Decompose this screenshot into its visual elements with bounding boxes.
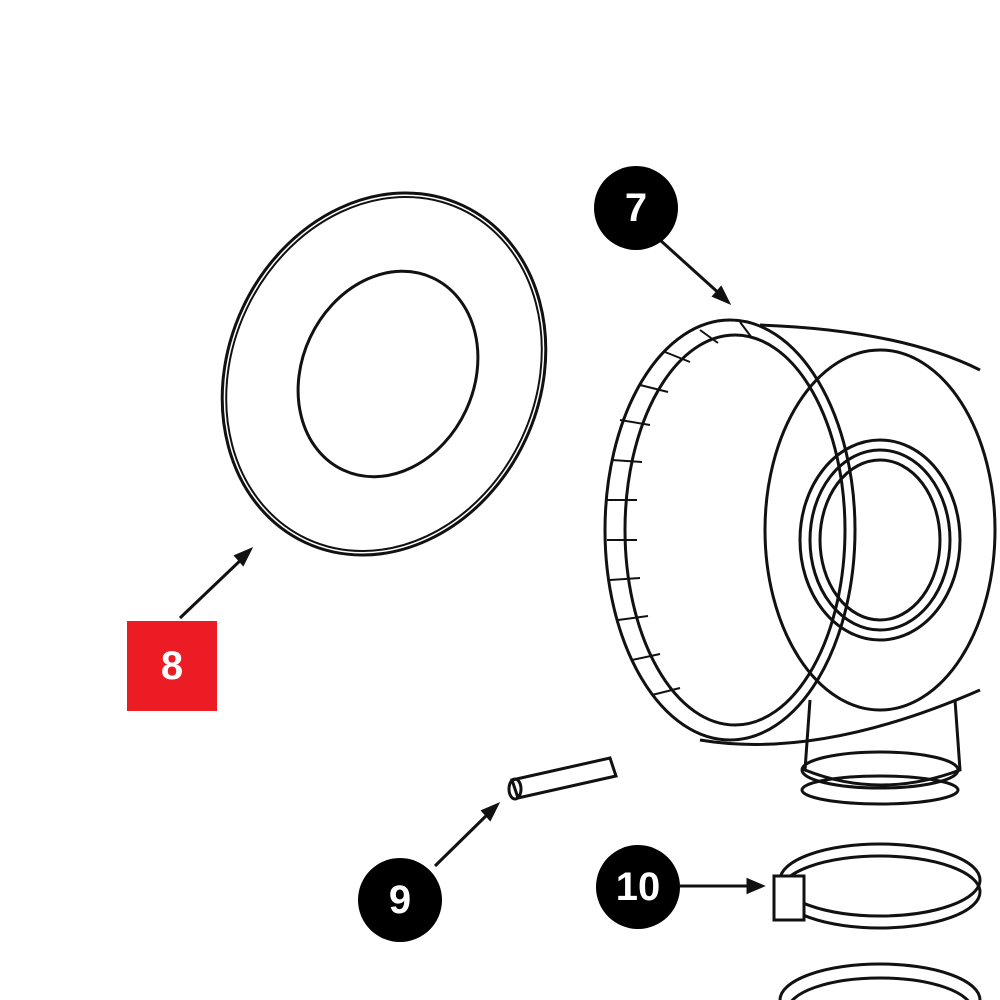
callout-8[interactable]: 8 (127, 621, 217, 711)
union-fitting (603, 318, 997, 806)
callout-10[interactable]: 10 (596, 845, 680, 929)
arrow-8 (178, 547, 254, 620)
arrow-7 (658, 238, 732, 305)
washer (220, 191, 548, 557)
pin (507, 756, 618, 801)
hose-clamp (772, 842, 982, 1000)
arrow-9 (433, 802, 501, 868)
callout-7[interactable]: 7 (594, 166, 678, 250)
arrow-10 (680, 877, 766, 895)
callout-9[interactable]: 9 (358, 858, 442, 942)
